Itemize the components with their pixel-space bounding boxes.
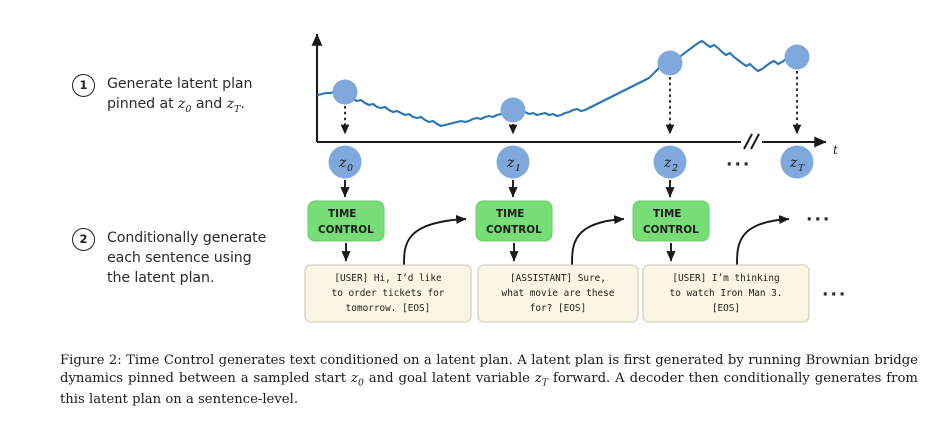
latent-node-z1-subscript: 1 — [515, 163, 521, 174]
step-1-number: 1 — [72, 74, 95, 97]
step-2-line2: each sentence using — [107, 250, 252, 267]
latent-node-zT-subscript: T — [798, 163, 805, 174]
figure-number: Figure 2: — [60, 353, 122, 368]
decoder-block-2-line2: CONTROL — [486, 224, 542, 236]
sentence-box-2-line-2: what movie are these — [502, 288, 615, 299]
path-marker-z2 — [657, 50, 683, 76]
path-marker-z0 — [332, 79, 358, 105]
x-axis-label: t — [833, 143, 838, 157]
step-2: 2 Conditionally generate each sentence us… — [72, 228, 287, 288]
sentence-box-2-line-3: for? [EOS] — [530, 303, 586, 314]
dropper-lines — [340, 71, 802, 135]
caption-zT: zT — [534, 371, 549, 389]
sentence-box-3-line-2: to watch Iron Man 3. — [670, 288, 783, 299]
latent-node-z2[interactable]: z 2 — [653, 145, 687, 179]
path-marker-zT — [784, 44, 810, 70]
decoder-block-1-line2: CONTROL — [318, 224, 374, 236]
decoder-block-1-line1: TIME — [328, 208, 356, 220]
x-axis — [317, 133, 827, 150]
sentence-box-1-line-3: tomorrow. [EOS] — [346, 303, 431, 314]
step-1-line2-mid: and — [195, 96, 223, 113]
step-1-line1: Generate latent plan — [107, 76, 253, 92]
sentence-box-3-line-1: [USER] I’m thinking — [672, 273, 779, 284]
latent-node-z1[interactable]: z 1 — [496, 145, 530, 179]
step-1: 1 Generate latent plan pinned at z0 and z… — [72, 74, 287, 117]
brownian-path — [316, 39, 799, 128]
step-1-zT: zT — [226, 96, 241, 115]
latent-node-z2-symbol: z — [663, 155, 672, 171]
caption-z0: z0 — [351, 371, 364, 389]
step-1-z0: z0 — [177, 96, 192, 115]
latent-node-z2-subscript: 2 — [671, 163, 678, 174]
step-2-line1: Conditionally generate — [107, 230, 267, 246]
latent-nodes-ellipsis: ··· — [726, 155, 751, 175]
sentence-box-1-line-1: [USER] Hi, I’d like — [334, 273, 442, 284]
path-marker-z1 — [500, 97, 526, 123]
sentence-box-3[interactable]: [USER] I’m thinking to watch Iron Man 3.… — [642, 264, 810, 323]
step-2-line3: the latent plan. — [107, 270, 215, 287]
step-1-line2-pre: pinned at — [107, 96, 174, 113]
node-to-block-arrows — [340, 180, 675, 198]
decoder-block-3-line2: CONTROL — [643, 224, 699, 236]
sentence-box-3-line-3: [EOS] — [712, 303, 740, 314]
decoder-block-3-line1: TIME — [653, 208, 681, 220]
latent-node-zT-symbol: z — [789, 155, 798, 171]
sentence-ellipsis: ··· — [822, 285, 847, 305]
step-1-line2-post: . — [240, 96, 245, 113]
latent-node-z0[interactable]: z 0 — [328, 145, 362, 179]
decoder-block-1[interactable]: TIME CONTROL — [307, 200, 385, 242]
recurrence-arrows — [403, 214, 790, 266]
latent-node-z1-symbol: z — [506, 155, 515, 171]
step-2-text: Conditionally generate each sentence usin… — [107, 228, 266, 288]
caption-part-3: forward. A decoder then conditionally ge… — [60, 371, 918, 407]
time-control-diagram: t z 0 z 1 z 2 — [304, 33, 847, 323]
step-1-text: Generate latent plan pinned at z0 and zT. — [107, 74, 253, 117]
sentence-box-1-line-2: to order tickets for — [332, 288, 445, 299]
sentence-box-1[interactable]: [USER] Hi, I’d like to order tickets for… — [304, 264, 472, 323]
decoder-block-2[interactable]: TIME CONTROL — [475, 200, 553, 242]
caption-part-1: Time Control generates text conditioned … — [60, 353, 918, 387]
figure-caption: Figure 2: Time Control generates text co… — [60, 352, 918, 409]
decoder-block-3[interactable]: TIME CONTROL — [632, 200, 710, 242]
latent-node-zT[interactable]: z T — [780, 145, 814, 179]
block-to-sentence-arrows — [341, 243, 676, 262]
decoder-block-2-line1: TIME — [496, 208, 524, 220]
sentence-box-2[interactable]: [ASSISTANT] Sure, what movie are these f… — [477, 264, 639, 323]
caption-part-2: and goal latent variable — [368, 371, 530, 387]
step-2-number: 2 — [72, 228, 95, 251]
sentence-box-2-line-1: [ASSISTANT] Sure, — [510, 273, 606, 284]
latent-node-z0-subscript: 0 — [347, 163, 353, 174]
axis-break-icon — [743, 133, 760, 150]
recurrence-ellipsis: ··· — [806, 210, 831, 230]
latent-node-z0-symbol: z — [338, 155, 347, 171]
